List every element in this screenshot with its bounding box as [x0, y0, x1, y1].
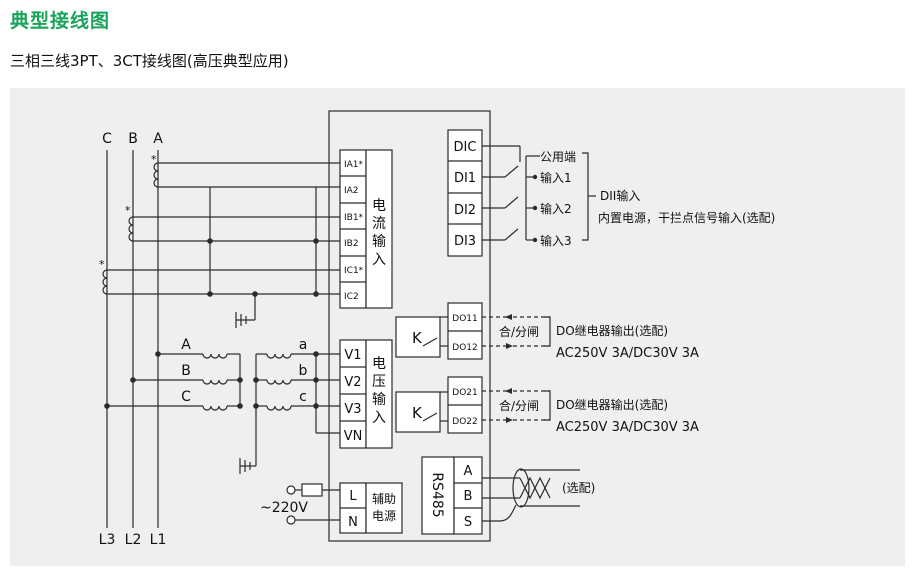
relay-k-1: K: [412, 329, 423, 347]
pt-primary: A B C: [104, 337, 243, 411]
phase-label-c: C: [102, 131, 112, 147]
terminal-vn: VN: [344, 429, 363, 444]
do-block-2: K DO21 DO22 合/分闸 DO继电器输出(选配) AC250V 3A/D…: [395, 376, 699, 435]
phase-label-l2: L2: [125, 532, 142, 548]
do-title-1: DO继电器输出(选配): [556, 323, 668, 338]
di-label-input2: 输入2: [540, 201, 572, 216]
ground-symbol-ct: [235, 312, 255, 328]
phase-label-l1: L1: [150, 532, 167, 548]
aux-voltage-label: ~220V: [260, 500, 308, 516]
terminal-ic2: IC2: [344, 292, 359, 302]
do-rating-2: AC250V 3A/DC30V 3A: [556, 420, 699, 435]
meter-outline: [328, 110, 491, 542]
svg-text:入: 入: [372, 252, 386, 268]
current-input-label: 电: [372, 198, 386, 214]
do-rating-1: AC250V 3A/DC30V 3A: [556, 346, 699, 361]
terminal-do21: DO21: [452, 388, 477, 398]
di-label-input3: 输入3: [540, 233, 572, 248]
terminal-rs485-b: B: [464, 489, 473, 504]
svg-text:入: 入: [372, 410, 386, 426]
do-action-1: 合/分闸: [499, 324, 539, 339]
di-group-note: 内置电源，干拦点信号输入(选配): [598, 210, 775, 225]
aux-power-label: 辅助: [372, 492, 396, 506]
pt-secondary: a b c: [239, 337, 340, 474]
phase-label-a: A: [153, 131, 163, 147]
svg-text:*: *: [125, 204, 131, 217]
svg-text:电源: 电源: [372, 509, 396, 523]
svg-text:流: 流: [372, 216, 386, 232]
svg-text:输: 输: [372, 392, 386, 408]
pt-primary-label-a: A: [181, 337, 191, 353]
terminal-l: L: [349, 489, 357, 504]
terminal-ia1: IA1*: [344, 160, 364, 170]
diagram-subtitle: 三相三线3PT、3CT接线图(高压典型应用): [10, 52, 289, 70]
phase-label-b: B: [128, 131, 138, 147]
terminal-di2: DI2: [454, 203, 476, 218]
terminal-v2: V2: [344, 375, 361, 390]
di-block: DIC DI1 DI2 DI3 公用端 输入1 输入2 输入3 DII输入 内置…: [447, 129, 775, 257]
aux-power-block: L N 辅助 电源 ~220V: [260, 482, 403, 534]
relay-k-2: K: [412, 404, 423, 422]
fuse-symbol: [301, 483, 323, 497]
terminal-do12: DO12: [452, 343, 477, 353]
pt-secondary-label-c: c: [299, 389, 307, 405]
pt-primary-label-c: C: [181, 389, 191, 405]
pt-secondary-label-b: b: [299, 363, 308, 379]
terminal-v1: V1: [344, 348, 361, 363]
do-block-1: K DO11 DO12 合/分闸 DO继电器输出(选配) AC250V 3A/D…: [395, 302, 699, 361]
terminal-ia2: IA2: [344, 186, 359, 196]
rs485-block: RS485 A B S (选配): [421, 456, 595, 535]
svg-text:*: *: [151, 153, 157, 166]
pt-secondary-label-a: a: [299, 337, 308, 353]
terminal-ic1: IC1*: [344, 266, 364, 276]
svg-text:输: 输: [372, 234, 386, 250]
page-title: 典型接线图: [10, 10, 111, 32]
terminal-do11: DO11: [452, 314, 477, 324]
terminal-dic: DIC: [454, 140, 477, 155]
terminal-rs485-s: S: [464, 515, 472, 530]
cable-shield: [512, 468, 530, 508]
voltage-input-block: V1 V2 V3 VN 电 压 输 入: [339, 339, 393, 449]
ct-coil-b: *: [125, 204, 134, 242]
pt-primary-label-b: B: [181, 363, 191, 379]
phase-label-l3: L3: [99, 532, 116, 548]
terminal-di3: DI3: [454, 234, 476, 249]
terminal-do22: DO22: [452, 417, 477, 427]
terminal-rs485-a: A: [464, 464, 473, 479]
current-input-block: IA1* IA2 IB1* IB2 IC1* IC2 电 流 输 入: [339, 149, 393, 309]
svg-text:*: *: [99, 258, 105, 271]
ct-coil-c: *: [99, 258, 108, 295]
svg-text:压: 压: [372, 374, 386, 390]
di-group-title: DII输入: [600, 188, 640, 203]
ground-symbol-pt: [239, 458, 256, 474]
terminal-ib1: IB1*: [344, 213, 364, 223]
terminal-di1: DI1: [454, 171, 476, 186]
rs485-label: RS485: [429, 472, 445, 517]
di-label-common: 公用端: [540, 150, 576, 164]
terminal-ib2: IB2: [344, 239, 359, 249]
ct-coil-a: *: [151, 153, 159, 188]
do-action-2: 合/分闸: [499, 398, 539, 413]
di-label-input1: 输入1: [540, 170, 572, 185]
voltage-input-label: 电: [372, 356, 386, 372]
do-title-2: DO继电器输出(选配): [556, 397, 668, 412]
rs485-note: (选配): [562, 481, 595, 495]
terminal-v3: V3: [344, 402, 361, 417]
terminal-n: N: [348, 515, 358, 530]
